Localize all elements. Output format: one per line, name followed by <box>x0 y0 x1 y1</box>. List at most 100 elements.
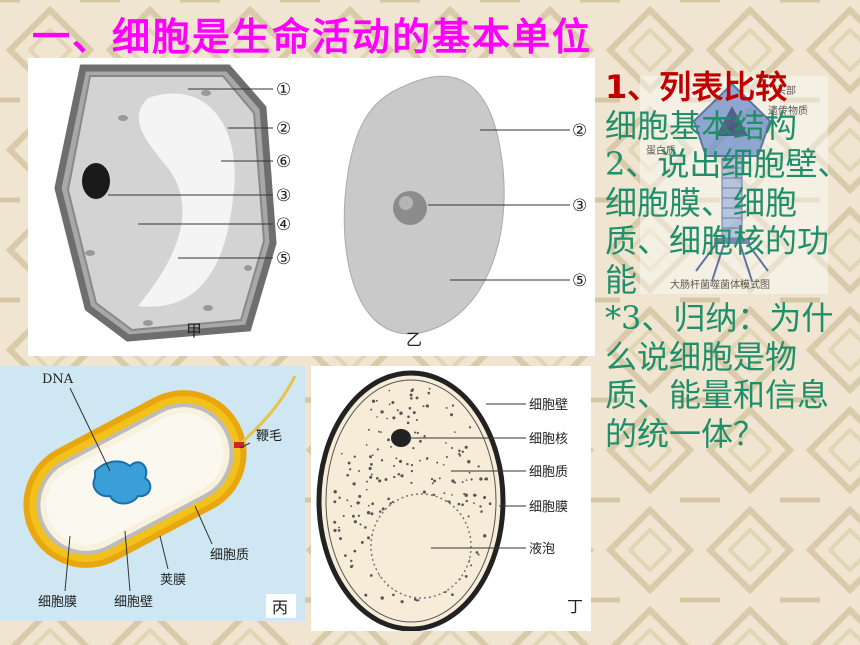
granule <box>358 470 361 472</box>
granule <box>454 431 456 433</box>
granule <box>380 431 383 433</box>
granule <box>375 399 378 402</box>
granule <box>356 501 360 504</box>
granule <box>481 510 483 512</box>
granule <box>484 478 487 481</box>
granule <box>464 493 468 497</box>
label-cell-wall: 细胞壁 <box>114 595 153 610</box>
label-capsule: 荚膜 <box>160 573 186 588</box>
phage-label-protein: 蛋白质 <box>646 144 676 157</box>
granule <box>445 406 448 409</box>
objective-3: *3、归纳：为什么说细胞是物质、能量和信息的统一体？ <box>605 299 834 453</box>
granule <box>458 452 461 456</box>
granule <box>333 500 337 504</box>
granule <box>380 459 384 462</box>
granule <box>350 505 353 508</box>
granule <box>477 465 480 468</box>
granule <box>468 426 472 429</box>
granule <box>346 499 349 502</box>
label-cytoplasm: 细胞质 <box>210 548 249 563</box>
panel-caption-yi: 乙 <box>406 330 422 349</box>
granule <box>451 479 455 483</box>
marker-5: ⑤ <box>572 271 587 291</box>
granule <box>459 454 462 457</box>
granule <box>400 474 404 478</box>
granule <box>371 502 375 506</box>
granule <box>387 497 390 501</box>
granule <box>415 396 419 400</box>
granule <box>407 415 410 419</box>
granule <box>369 574 373 577</box>
granule <box>410 469 414 473</box>
granule <box>366 511 371 515</box>
panel-caption-bing: 丙 <box>272 598 288 617</box>
granule <box>467 460 471 464</box>
granule <box>366 480 368 483</box>
granule <box>370 463 373 466</box>
granule <box>483 496 487 499</box>
plant-cell-diagram: ① ② ⑥ ③ ④ ⑤ 甲 <box>54 64 291 342</box>
granule <box>344 554 347 557</box>
granule <box>410 464 414 467</box>
granule <box>353 520 357 524</box>
granule <box>390 445 392 448</box>
granule <box>350 559 353 563</box>
granule <box>380 596 384 600</box>
granule <box>364 526 367 529</box>
granule <box>470 564 473 567</box>
granule <box>381 507 385 511</box>
granule <box>395 457 398 460</box>
granule <box>410 397 413 400</box>
granule <box>393 464 396 467</box>
granule <box>488 502 492 506</box>
granule <box>417 599 420 602</box>
granule <box>412 446 415 450</box>
marker-2: ② <box>276 119 291 139</box>
bacterium-diagram: DNA 鞭毛 细胞质 荚膜 细胞膜 细胞壁 丙 <box>23 372 297 618</box>
granule <box>467 515 470 518</box>
marker-6: ⑥ <box>276 152 291 172</box>
granule <box>347 461 351 465</box>
granule <box>368 466 372 471</box>
yeast-cell-panel: 细胞壁 细胞核 细胞质 细胞膜 液泡 丁 <box>311 366 591 631</box>
granule <box>410 481 413 484</box>
granule <box>465 499 469 503</box>
objective-2: 2、说出细胞壁、细胞膜、细胞质、细胞核的功能 <box>605 145 850 299</box>
marker-3: ③ <box>276 186 291 206</box>
plant-cell-panel: ① ② ⑥ ③ ④ ⑤ 甲 <box>28 58 330 356</box>
granule <box>450 446 454 450</box>
granule <box>451 404 455 407</box>
granule <box>333 490 337 494</box>
granule <box>358 494 362 498</box>
granule <box>436 461 439 464</box>
granule <box>419 459 421 462</box>
granule <box>365 488 368 491</box>
granule <box>370 512 374 516</box>
granule <box>408 406 412 410</box>
granule <box>425 404 429 408</box>
granule <box>415 418 418 422</box>
granule <box>386 417 388 420</box>
granule <box>464 445 468 449</box>
granule <box>367 428 370 431</box>
granule <box>360 540 364 544</box>
granule <box>449 413 454 417</box>
granule <box>419 439 422 443</box>
marker-5: ⑤ <box>276 249 291 269</box>
label-dna: DNA <box>42 372 74 387</box>
granule <box>388 403 391 406</box>
granule <box>431 482 434 485</box>
granule <box>393 475 396 479</box>
label-vacuole: 液泡 <box>529 542 555 557</box>
granule <box>378 430 380 433</box>
animal-cell-panel: ② ③ ⑤ 乙 <box>330 58 595 356</box>
granule <box>376 448 379 451</box>
granule <box>473 502 475 504</box>
granule <box>479 477 483 481</box>
granule <box>333 528 337 533</box>
granule <box>384 478 388 481</box>
granule <box>364 593 368 597</box>
granule <box>423 435 426 438</box>
granule <box>426 456 429 460</box>
label-flagellum: 鞭毛 <box>256 429 282 444</box>
